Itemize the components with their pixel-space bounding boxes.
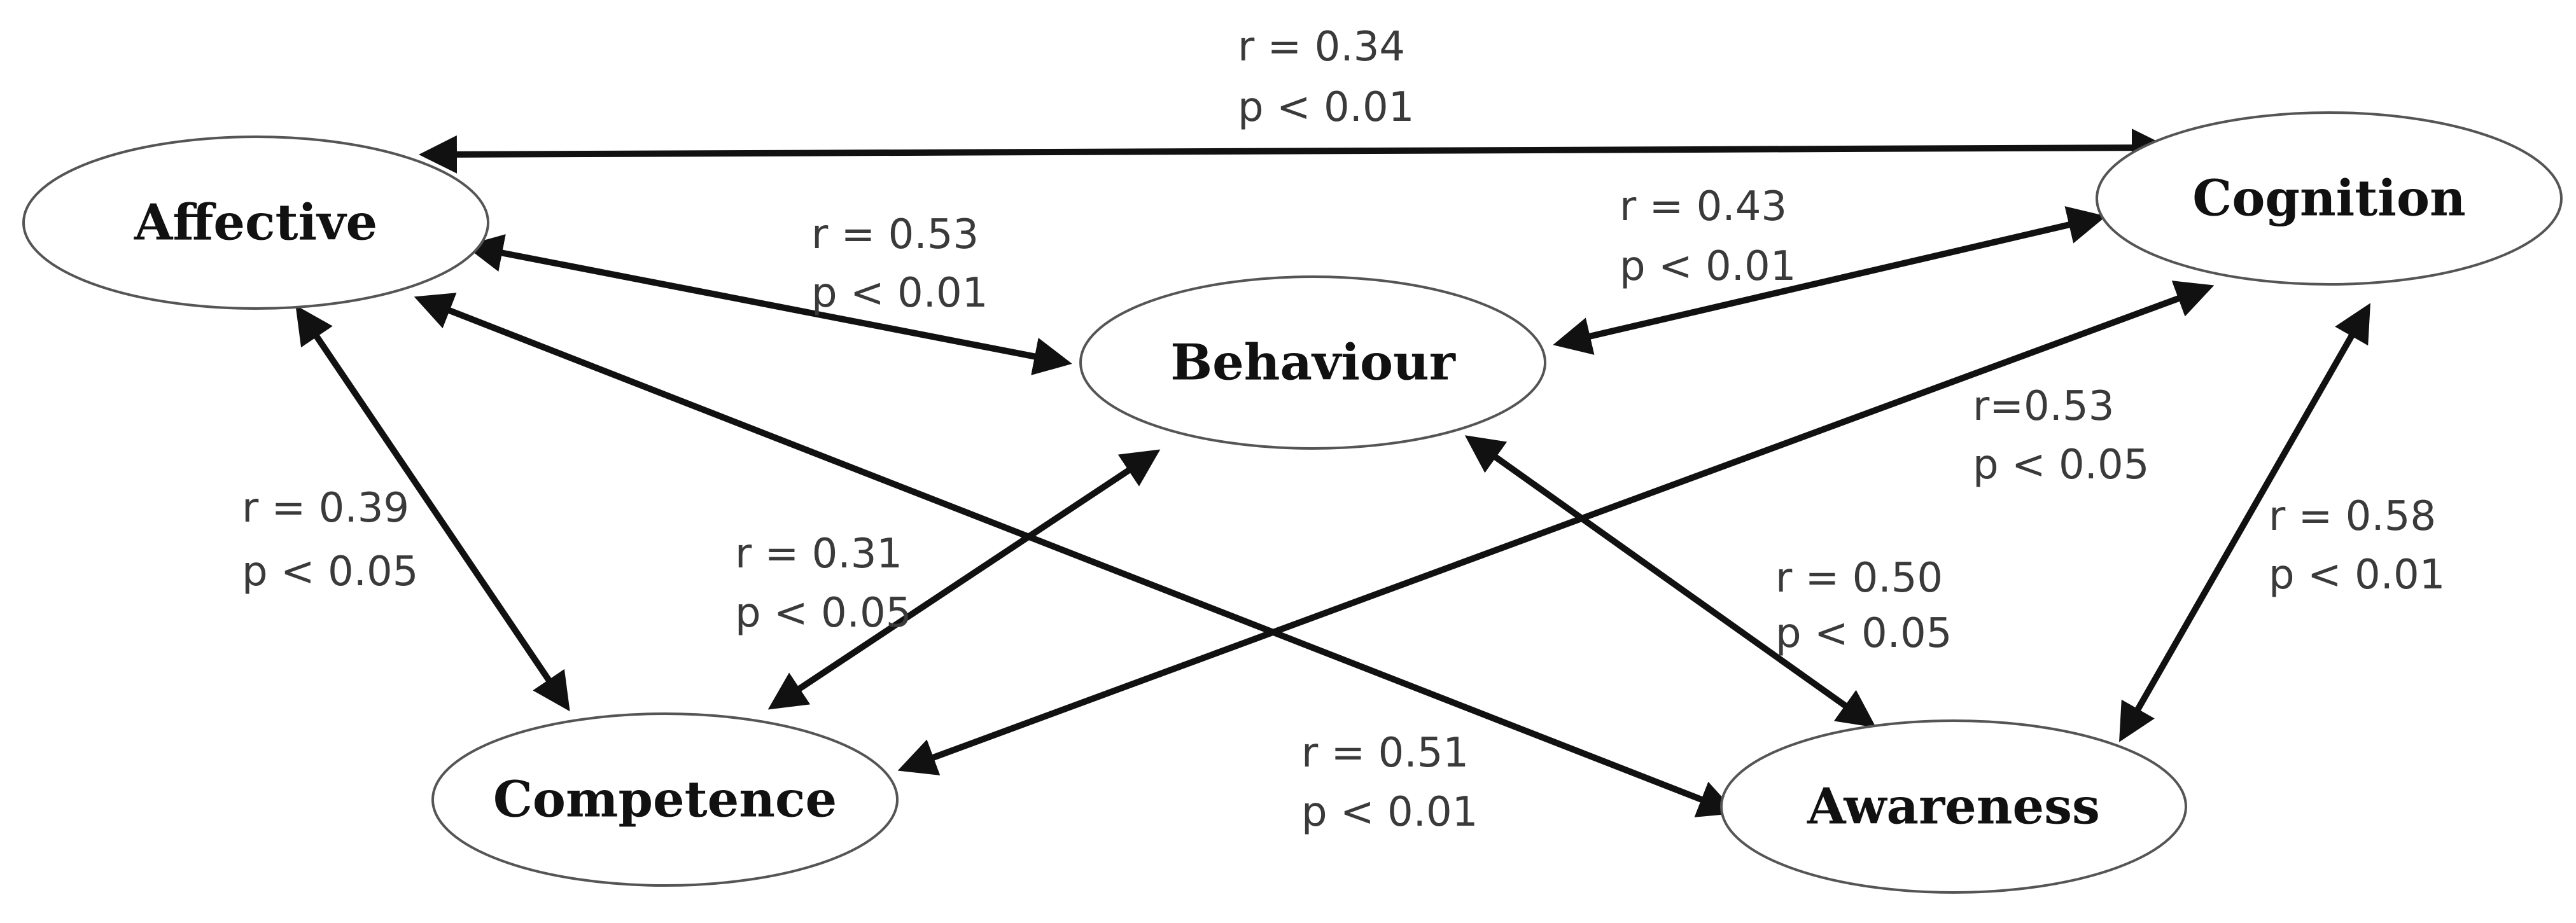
stat-p: p < 0.01 <box>1238 84 1414 131</box>
stat-competence-cognition: r=0.53 p < 0.05 <box>1973 383 2149 489</box>
stat-r: r = 0.43 <box>1620 183 1787 230</box>
stat-r: r = 0.58 <box>2269 493 2436 540</box>
node-awareness-label: Awareness <box>1807 778 2100 836</box>
stat-r: r = 0.31 <box>735 531 902 578</box>
stat-r: r = 0.51 <box>1301 730 1469 777</box>
stat-p: p < 0.01 <box>2269 552 2445 599</box>
stat-r: r = 0.34 <box>1238 24 1405 71</box>
stat-r: r=0.53 <box>1973 383 2114 430</box>
node-competence: Competence <box>431 712 899 887</box>
stat-r: r = 0.39 <box>242 485 409 532</box>
node-affective: Affective <box>22 135 489 310</box>
node-affective-label: Affective <box>134 194 377 252</box>
stat-affective-competence: r = 0.39 p < 0.05 <box>242 485 418 595</box>
stat-p: p < 0.05 <box>735 590 911 637</box>
stat-behaviour-awareness: r = 0.50 p < 0.05 <box>1775 555 1952 657</box>
edge-affective-awareness <box>414 293 1737 817</box>
stat-p: p < 0.05 <box>1973 441 2149 489</box>
edge-affective-cognition <box>419 128 2170 174</box>
stat-cognition-awareness: r = 0.58 p < 0.01 <box>2269 493 2445 599</box>
stat-affective-behaviour: r = 0.53 p < 0.01 <box>811 211 988 317</box>
stat-p: p < 0.01 <box>1620 243 1796 290</box>
node-competence-label: Competence <box>493 771 837 829</box>
node-behaviour-label: Behaviour <box>1170 334 1455 392</box>
node-cognition: Cognition <box>2096 111 2563 286</box>
stat-competence-behaviour: r = 0.31 p < 0.05 <box>735 531 911 637</box>
stat-affective-cognition: r = 0.34 p < 0.01 <box>1238 24 1414 131</box>
stat-p: p < 0.01 <box>811 270 988 317</box>
stat-p: p < 0.05 <box>1775 610 1952 657</box>
node-awareness: Awareness <box>1720 719 2187 894</box>
stat-affective-awareness: r = 0.51 p < 0.01 <box>1301 730 1478 836</box>
stat-r: r = 0.50 <box>1775 555 1943 602</box>
stat-behaviour-cognition: r = 0.43 p < 0.01 <box>1620 183 1796 290</box>
edge-cognition-awareness <box>2119 303 2370 742</box>
node-cognition-label: Cognition <box>2192 170 2465 228</box>
node-behaviour: Behaviour <box>1079 275 1546 450</box>
edge-competence-behaviour <box>767 449 1161 710</box>
stat-p: p < 0.01 <box>1301 789 1478 836</box>
stat-p: p < 0.05 <box>242 548 418 595</box>
stat-r: r = 0.53 <box>811 211 979 258</box>
